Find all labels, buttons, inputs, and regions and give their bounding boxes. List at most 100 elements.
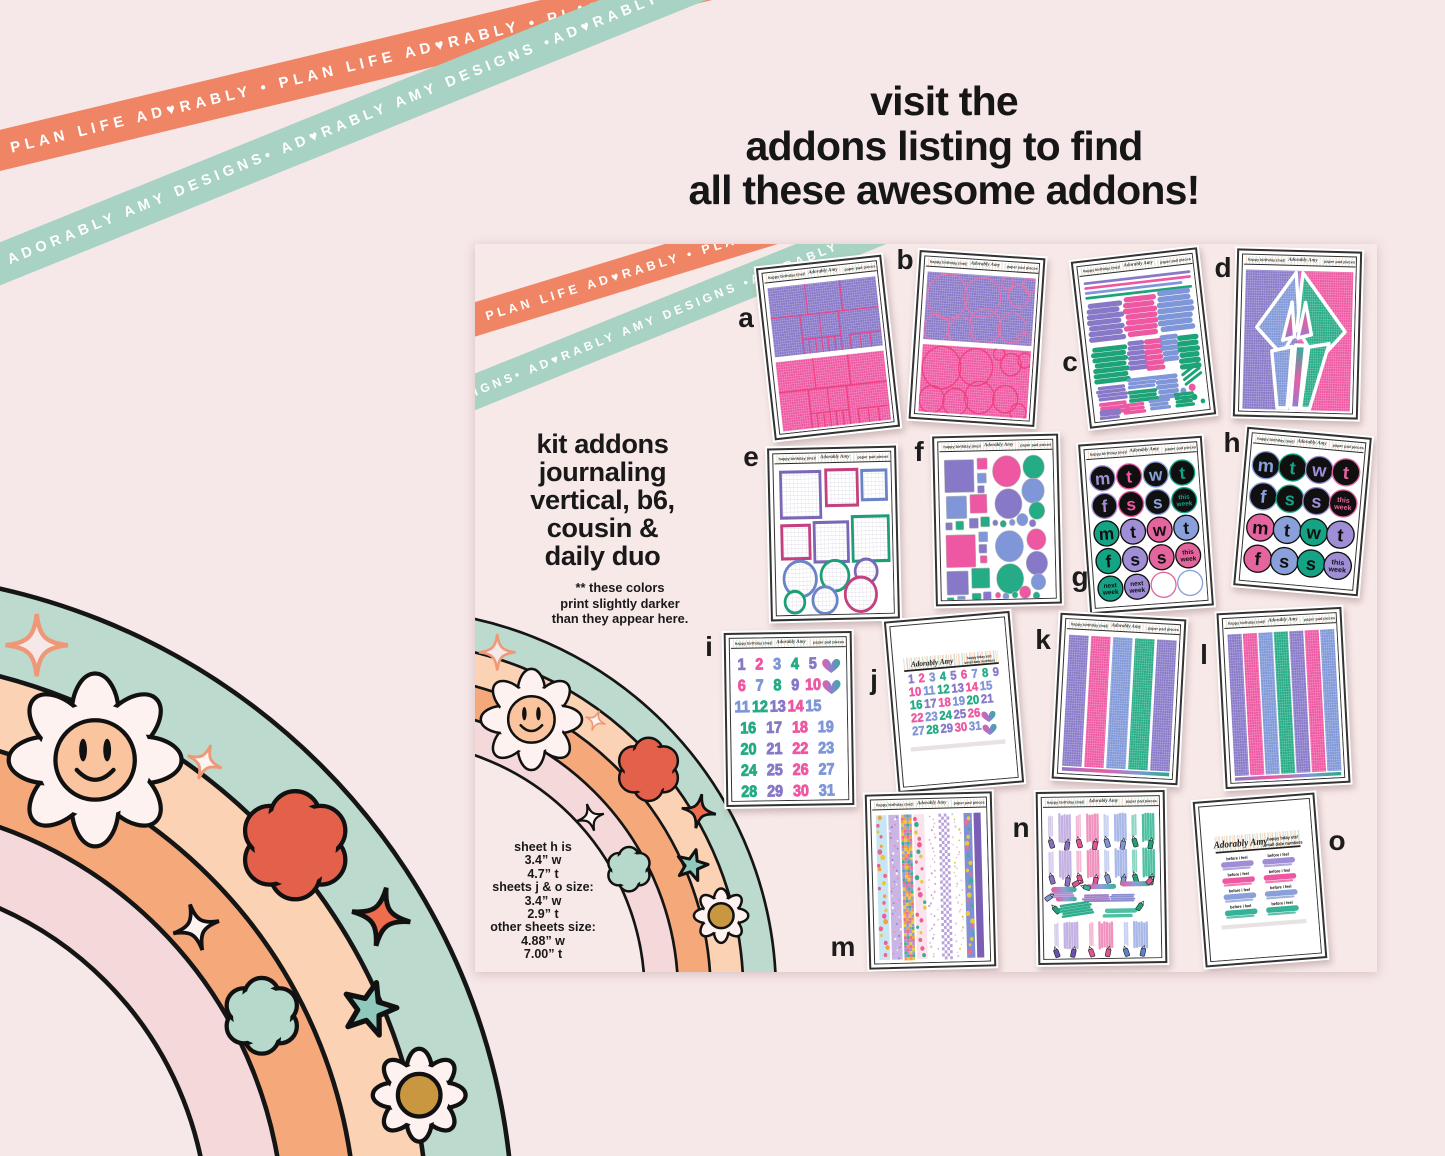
- svg-text:16: 16: [740, 719, 756, 737]
- svg-text:small date numbers: small date numbers: [1263, 839, 1303, 847]
- svg-text:9: 9: [791, 676, 799, 694]
- svg-text:this: this: [1331, 557, 1344, 566]
- svg-text:25: 25: [766, 761, 783, 779]
- svg-text:before i feel: before i feel: [1229, 902, 1251, 909]
- svg-text:10: 10: [804, 675, 820, 693]
- svg-text:6: 6: [960, 666, 968, 681]
- svg-text:before i feel: before i feel: [1271, 899, 1293, 906]
- svg-text:f: f: [1104, 551, 1111, 571]
- svg-text:before i feel: before i feel: [1268, 867, 1290, 874]
- svg-text:20: 20: [965, 691, 979, 707]
- svg-text:3: 3: [928, 669, 936, 684]
- svg-text:this: this: [1178, 493, 1190, 501]
- svg-text:15: 15: [979, 677, 993, 693]
- svg-text:17: 17: [923, 695, 937, 711]
- svg-text:w: w: [1151, 519, 1167, 540]
- svg-text:next: next: [1129, 580, 1144, 588]
- svg-text:18: 18: [791, 718, 807, 736]
- svg-text:this: this: [1336, 495, 1349, 504]
- svg-text:2: 2: [755, 655, 763, 673]
- svg-text:s: s: [1125, 493, 1136, 514]
- svg-text:f: f: [1253, 547, 1262, 568]
- svg-text:16: 16: [909, 696, 923, 712]
- svg-text:23: 23: [924, 708, 938, 724]
- svg-text:10: 10: [908, 683, 922, 699]
- svg-text:t: t: [1178, 462, 1185, 482]
- svg-text:29: 29: [939, 720, 953, 736]
- svg-text:31: 31: [968, 717, 982, 733]
- svg-text:27: 27: [911, 722, 925, 738]
- svg-text:week: week: [1101, 588, 1119, 596]
- svg-text:24: 24: [938, 707, 952, 723]
- svg-text:11: 11: [734, 698, 750, 716]
- svg-text:28: 28: [925, 721, 939, 737]
- svg-text:4: 4: [790, 655, 799, 673]
- svg-text:happy bday etc!: happy bday etc!: [966, 654, 991, 660]
- svg-text:t: t: [1341, 461, 1349, 482]
- svg-text:4: 4: [939, 668, 947, 683]
- svg-text:30: 30: [792, 782, 808, 800]
- svg-text:w: w: [1304, 520, 1322, 542]
- svg-text:week: week: [1175, 500, 1193, 508]
- svg-text:21: 21: [766, 740, 783, 758]
- svg-text:s: s: [1278, 549, 1290, 571]
- svg-text:5: 5: [949, 667, 957, 682]
- svg-text:8: 8: [773, 676, 781, 694]
- svg-text:21: 21: [980, 690, 994, 706]
- svg-text:26: 26: [967, 704, 981, 720]
- svg-text:12: 12: [751, 698, 767, 716]
- svg-text:2: 2: [917, 670, 925, 685]
- svg-text:s: s: [1156, 547, 1167, 568]
- svg-text:13: 13: [950, 680, 964, 696]
- svg-text:23: 23: [818, 739, 834, 757]
- svg-text:s: s: [1152, 491, 1163, 512]
- svg-text:22: 22: [910, 709, 924, 725]
- svg-text:small date numbers: small date numbers: [964, 658, 995, 665]
- svg-text:25: 25: [952, 706, 966, 722]
- svg-text:7: 7: [755, 676, 763, 694]
- svg-text:7: 7: [970, 665, 978, 680]
- svg-text:before i feel: before i feel: [1227, 870, 1249, 877]
- svg-text:s: s: [1129, 549, 1140, 570]
- svg-text:15: 15: [805, 697, 822, 715]
- svg-text:Adorably Amy: Adorably Amy: [909, 655, 954, 668]
- svg-text:6: 6: [737, 677, 745, 695]
- svg-text:m: m: [1251, 515, 1269, 537]
- svg-text:11: 11: [922, 682, 936, 698]
- svg-text:w: w: [1310, 458, 1328, 480]
- svg-text:24: 24: [740, 761, 757, 779]
- svg-text:m: m: [1098, 523, 1115, 544]
- svg-text:1: 1: [737, 655, 746, 673]
- svg-text:19: 19: [817, 718, 833, 736]
- svg-text:next: next: [1103, 582, 1118, 590]
- svg-text:20: 20: [740, 740, 756, 758]
- svg-text:t: t: [1336, 523, 1344, 544]
- svg-text:13: 13: [769, 697, 785, 715]
- svg-text:31: 31: [818, 781, 835, 799]
- svg-text:s: s: [1304, 552, 1316, 574]
- svg-text:3: 3: [772, 655, 780, 673]
- svg-text:week: week: [1327, 564, 1346, 574]
- svg-text:t: t: [1288, 456, 1296, 477]
- svg-text:m: m: [1094, 467, 1111, 488]
- svg-text:week: week: [1179, 555, 1197, 563]
- svg-text:f: f: [1100, 495, 1107, 515]
- svg-text:s: s: [1310, 489, 1322, 511]
- svg-text:week: week: [1128, 586, 1146, 594]
- svg-text:22: 22: [792, 739, 808, 757]
- svg-text:26: 26: [792, 760, 808, 778]
- svg-text:5: 5: [808, 654, 817, 672]
- svg-text:w: w: [1147, 464, 1163, 485]
- svg-text:30: 30: [954, 719, 968, 735]
- svg-text:17: 17: [765, 718, 781, 736]
- svg-text:m: m: [1256, 453, 1274, 475]
- svg-text:19: 19: [951, 693, 965, 709]
- svg-text:t: t: [1125, 466, 1132, 486]
- svg-text:Adorably Amy: Adorably Amy: [1212, 835, 1268, 851]
- svg-text:before i feel: before i feel: [1269, 883, 1291, 890]
- svg-text:14: 14: [787, 697, 804, 715]
- svg-text:14: 14: [964, 678, 978, 694]
- svg-text:29: 29: [766, 782, 782, 800]
- svg-text:27: 27: [818, 760, 834, 778]
- svg-text:8: 8: [981, 665, 989, 680]
